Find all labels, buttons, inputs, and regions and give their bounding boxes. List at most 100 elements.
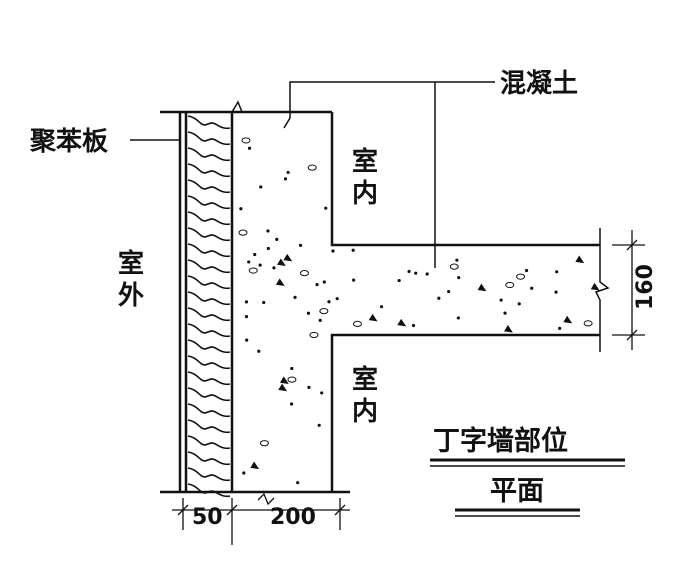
aggregate-speck xyxy=(324,206,328,210)
aggregate-speck xyxy=(317,423,321,427)
aggregate-speck xyxy=(563,315,573,324)
eps-wave xyxy=(187,195,231,210)
aggregate-speck xyxy=(290,366,294,371)
eps-wave xyxy=(187,435,231,450)
drawing-subtitle: 平面 xyxy=(490,476,544,507)
aggregate-speck xyxy=(352,278,356,282)
drawing-title: 丁字墙部位 xyxy=(433,425,568,457)
label-eps-board: 聚苯板 xyxy=(29,127,108,157)
aggregate-speck xyxy=(524,268,529,273)
aggregate-speck xyxy=(352,320,362,327)
aggregate-speck xyxy=(244,315,249,319)
aggregate-speck xyxy=(504,325,513,333)
eps-wave xyxy=(187,275,231,290)
aggregate-speck xyxy=(290,402,294,406)
aggregate-speck xyxy=(239,207,243,211)
aggregate-speck xyxy=(351,248,355,252)
aggregate-speck xyxy=(457,276,461,280)
aggregate-speck xyxy=(275,278,285,287)
aggregate-speck xyxy=(250,461,260,470)
aggregate-speck xyxy=(555,270,559,274)
label-indoor-top-1: 室 xyxy=(352,146,378,177)
aggregate-speck xyxy=(283,253,293,262)
aggregate-speck xyxy=(299,270,309,277)
aggregate-speck xyxy=(505,281,515,289)
label-indoor-bottom-1: 室 xyxy=(352,364,378,395)
aggregate-speck xyxy=(286,170,290,175)
aggregate-speck xyxy=(298,243,303,247)
aggregate-speck xyxy=(379,305,384,309)
aggregate-speck xyxy=(244,300,249,304)
aggregate-speck xyxy=(279,376,289,384)
aggregate-speck xyxy=(238,229,248,236)
aggregate-speck xyxy=(245,338,249,342)
aggregate-speck xyxy=(397,278,401,283)
eps-wave xyxy=(187,387,231,402)
eps-wave xyxy=(187,131,231,146)
aggregate-speck xyxy=(278,383,288,392)
aggregate-speck xyxy=(447,289,451,294)
aggregate-speck xyxy=(259,440,269,447)
aggregate-speck xyxy=(335,297,339,301)
aggregate-speck xyxy=(275,237,279,242)
aggregate-speck xyxy=(327,300,331,304)
aggregate-speck xyxy=(306,311,311,315)
aggregate-speck xyxy=(307,164,317,171)
aggregate-speck xyxy=(477,283,487,292)
eps-wave xyxy=(187,371,231,386)
eps-wave xyxy=(187,179,231,194)
aggregate-speck xyxy=(257,349,261,353)
eps-wave xyxy=(187,243,231,258)
aggregate-speck xyxy=(293,295,297,299)
aggregate-speck xyxy=(258,263,262,267)
aggregate-speck xyxy=(307,385,311,389)
aggregate-speck xyxy=(247,260,251,264)
eps-insulation-pattern xyxy=(187,115,231,498)
aggregate-speck xyxy=(437,296,441,300)
aggregate-speck xyxy=(583,320,593,327)
aggregate-speck xyxy=(449,263,459,270)
aggregate-speck xyxy=(277,258,286,267)
eps-wave xyxy=(187,467,231,482)
aggregate-speck xyxy=(247,146,252,150)
aggregate-speck xyxy=(322,280,326,284)
eps-wave xyxy=(187,307,231,322)
aggregate-speck xyxy=(272,266,276,270)
aggregate-speck xyxy=(558,326,562,330)
eps-wave xyxy=(187,291,231,306)
dim-insulation: 50 xyxy=(192,505,223,530)
dim-branch-wall: 160 xyxy=(633,264,658,310)
title-underlines xyxy=(430,458,625,517)
aggregate-speck xyxy=(407,269,411,274)
aggregate-speck xyxy=(248,267,258,274)
aggregate-speck xyxy=(283,177,288,181)
aggregate-speck xyxy=(319,308,329,315)
dim-wall: 200 xyxy=(270,505,316,530)
aggregate-speck xyxy=(414,271,418,275)
eps-wave xyxy=(187,211,231,226)
eps-wave xyxy=(187,163,231,178)
aggregate-speck xyxy=(262,300,266,305)
wall-outline xyxy=(160,110,610,494)
aggregate-speck xyxy=(320,391,324,395)
aggregate-speck xyxy=(242,471,246,475)
label-indoor-bottom-2: 内 xyxy=(352,397,378,427)
aggregate-speck xyxy=(315,283,319,287)
label-indoor-top-2: 内 xyxy=(352,179,378,209)
eps-wave xyxy=(187,339,231,354)
aggregate-speck xyxy=(456,316,460,320)
dimension-lines xyxy=(172,230,645,545)
aggregate-speck xyxy=(318,318,322,323)
label-outdoor-1: 室 xyxy=(118,248,144,279)
aggregate-speck xyxy=(368,313,378,322)
label-outdoor-2: 外 xyxy=(118,281,144,311)
eps-wave xyxy=(187,323,231,338)
label-concrete: 混凝土 xyxy=(500,69,578,99)
aggregate-speck xyxy=(287,376,297,383)
aggregate-speck xyxy=(309,331,319,339)
aggregate-speck xyxy=(397,318,407,327)
aggregate-speck xyxy=(590,282,600,291)
aggregate-speck xyxy=(516,273,526,280)
